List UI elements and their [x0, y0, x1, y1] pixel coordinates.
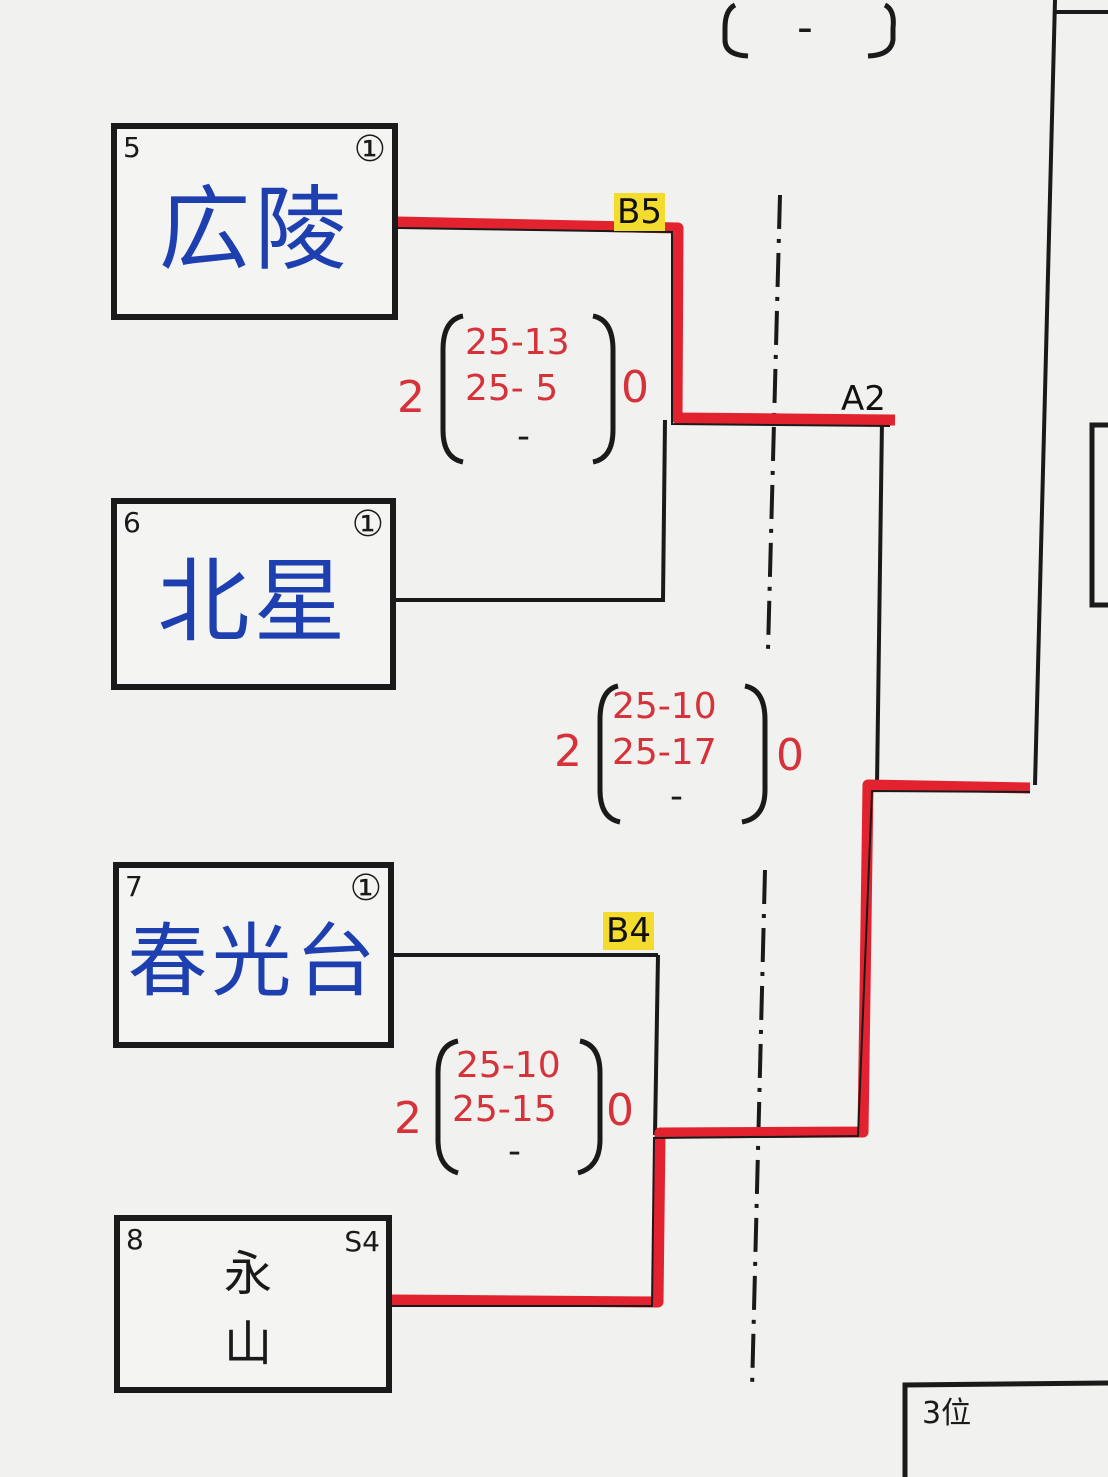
seed-number: 5	[123, 131, 141, 164]
rank-mark: S4	[344, 1225, 380, 1258]
set-score-3: -	[517, 416, 530, 457]
a2-vertical	[875, 419, 884, 786]
seed-number: 7	[125, 870, 143, 903]
team-box-shunkodai: 7 ① 春光台	[113, 862, 394, 1048]
team-box-eizan: 8 S4 永 山	[114, 1215, 392, 1393]
score-block-match3: 2 0 25-10 25-15 -	[390, 1035, 650, 1180]
team-name: 永 山	[223, 1246, 332, 1372]
score-block-match1: 2 0 25-13 25- 5 -	[395, 310, 655, 470]
team-name: 北星	[157, 548, 350, 656]
set-score-1: 25-13	[465, 322, 570, 363]
team-box-koryo: 5 ① 広陵	[111, 123, 398, 320]
match-code-bottom: B4	[603, 912, 654, 950]
third-place-label: 3位	[922, 1396, 972, 1431]
team-name: 広陵	[158, 176, 351, 283]
separator-line-top	[766, 194, 782, 651]
set-score-1: 25-10	[456, 1045, 561, 1086]
set-score-2: 25- 5	[465, 368, 559, 409]
right-bracket-line	[1033, 0, 1057, 786]
winner-sets: 2	[554, 726, 582, 777]
score-brackets	[435, 1038, 603, 1176]
team-name: 春光台	[127, 915, 380, 1008]
seed-number: 6	[123, 506, 141, 539]
match3-vertical-upper	[653, 954, 660, 1136]
right-partial-box	[1089, 422, 1108, 608]
seed-number: 8	[126, 1223, 144, 1256]
top-partial-bracket-left	[722, 2, 749, 59]
score-block-match2: 2 0 25-10 25-17 -	[550, 680, 810, 830]
winner-path-eizan-ink	[392, 789, 1031, 1307]
loser-sets: 0	[776, 730, 804, 781]
match1-vertical-lower	[661, 419, 667, 601]
set-score-1: 25-10	[612, 686, 717, 727]
third-place-box	[902, 1380, 1108, 1477]
set-score-3: -	[508, 1131, 521, 1172]
winner-path-eizan	[391, 779, 1031, 1308]
score-brackets	[597, 683, 768, 825]
top-partial-bracket-right	[867, 2, 896, 59]
winner-path-koryo-ink	[397, 227, 891, 427]
set-score-3: -	[670, 776, 683, 817]
top-partial-score: -	[797, 2, 813, 53]
team-box-hokusei: 6 ① 北星	[111, 498, 396, 690]
set-score-2: 25-17	[612, 732, 717, 773]
set-score-2: 25-15	[452, 1089, 557, 1130]
loser-sets: 0	[606, 1085, 634, 1136]
rank-mark: ①	[351, 504, 384, 545]
match-code-top: B5	[614, 193, 665, 231]
match-code-mid: A2	[841, 379, 886, 419]
winner-sets: 2	[397, 372, 425, 423]
winner-sets: 2	[394, 1093, 422, 1144]
loser-sets: 0	[621, 362, 649, 413]
score-brackets	[440, 313, 616, 465]
rank-mark: ①	[349, 868, 382, 909]
rank-mark: ①	[353, 129, 386, 170]
winner-path-koryo	[397, 216, 896, 426]
